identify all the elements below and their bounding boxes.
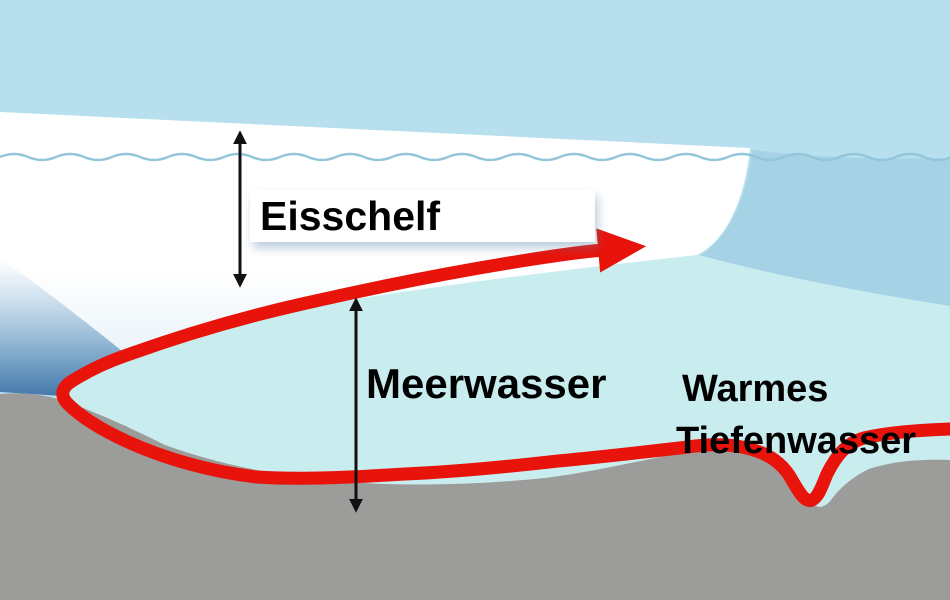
warm-deep-water-label-line2: Tiefenwasser (676, 420, 917, 462)
open-ocean-water (699, 150, 950, 306)
warm-deep-water-label-line1: Warmes (682, 368, 829, 410)
warm-current-arrow (56, 228, 950, 507)
ice-shelf-label: Eisschelf (250, 190, 595, 242)
sea-water-label: Meerwasser (366, 360, 607, 407)
seafloor (0, 393, 950, 600)
ice-shelf-shape (0, 112, 750, 396)
sea-level-wavy-line (0, 152, 950, 162)
